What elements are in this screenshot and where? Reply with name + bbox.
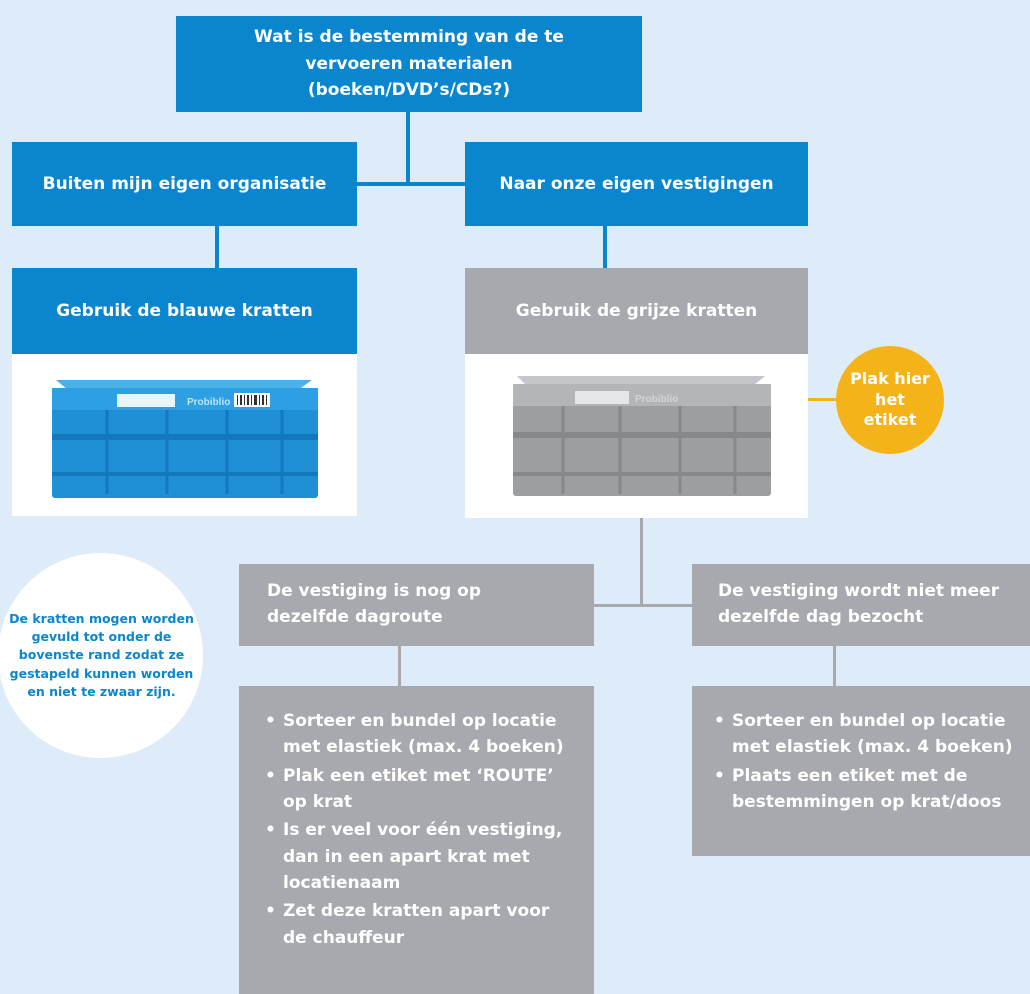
same-route-text: De vestiging is nog op dezelfde dagroute — [267, 581, 482, 628]
blue-crate-brand: Probiblio — [187, 397, 230, 408]
blue-crate-photo: Probiblio — [12, 354, 357, 516]
question-text: Wat is de bestemming van de te vervoeren… — [254, 27, 564, 101]
step-item: Sorteer en bundel op locatie met elastie… — [263, 708, 570, 761]
same-route-box: De vestiging is nog op dezelfde dagroute — [239, 564, 594, 646]
not-same-day-text: De vestiging wordt niet meer dezelfde da… — [718, 581, 1000, 628]
branch-right-box: Naar onze eigen vestigingen — [465, 142, 808, 226]
use-blue-box: Gebruik de blauwe kratten — [12, 268, 357, 354]
connector-right-branch-down — [603, 226, 607, 270]
grey-crate-image: Probiblio — [513, 376, 771, 496]
step-item: Is er veel voor één vestiging, dan in ee… — [263, 817, 570, 896]
connector-grey-crate-down — [640, 518, 643, 606]
blue-crate-image: Probiblio — [52, 380, 318, 498]
connector-left-branch-down — [215, 226, 219, 270]
branch-left-box: Buiten mijn eigen organisatie — [12, 142, 357, 226]
step-item: Plak een etiket met ‘ROUTE’ op krat — [263, 763, 570, 816]
connector-question-down — [406, 111, 410, 185]
fill-note-text: De kratten mogen worden gevuld tot onder… — [9, 611, 194, 699]
step-item: Zet deze kratten apart voor de chauffeur — [263, 898, 570, 951]
connector-not-same-day-down — [833, 646, 836, 688]
step-item: Plaats een etiket met de bestemmingen op… — [712, 763, 1020, 816]
grey-crate-brand: Probiblio — [635, 394, 678, 405]
use-blue-text: Gebruik de blauwe kratten — [56, 300, 313, 321]
same-route-steps-list: Sorteer en bundel op locatie met elastie… — [263, 708, 570, 953]
same-route-steps-box: Sorteer en bundel op locatie met elastie… — [239, 686, 594, 994]
branch-right-text: Naar onze eigen vestigingen — [499, 173, 774, 194]
connector-grey-horizontal — [594, 604, 692, 607]
not-same-day-box: De vestiging wordt niet meer dezelfde da… — [692, 564, 1030, 646]
label-callout-circle: Plak hier het etiket — [836, 346, 944, 454]
use-grey-text: Gebruik de grijze kratten — [515, 300, 758, 321]
label-callout-text: Plak hier het etiket — [850, 368, 930, 430]
question-box: Wat is de bestemming van de te vervoeren… — [176, 16, 642, 112]
not-same-day-steps-box: Sorteer en bundel op locatie met elastie… — [692, 686, 1030, 856]
step-item: Sorteer en bundel op locatie met elastie… — [712, 708, 1020, 761]
branch-left-text: Buiten mijn eigen organisatie — [42, 173, 327, 194]
connector-branches-horizontal — [357, 182, 465, 186]
connector-same-route-down — [398, 646, 401, 688]
not-same-day-steps-list: Sorteer en bundel op locatie met elastie… — [712, 708, 1020, 817]
fill-note-circle: De kratten mogen worden gevuld tot onder… — [0, 553, 203, 758]
use-grey-box: Gebruik de grijze kratten — [465, 268, 808, 354]
